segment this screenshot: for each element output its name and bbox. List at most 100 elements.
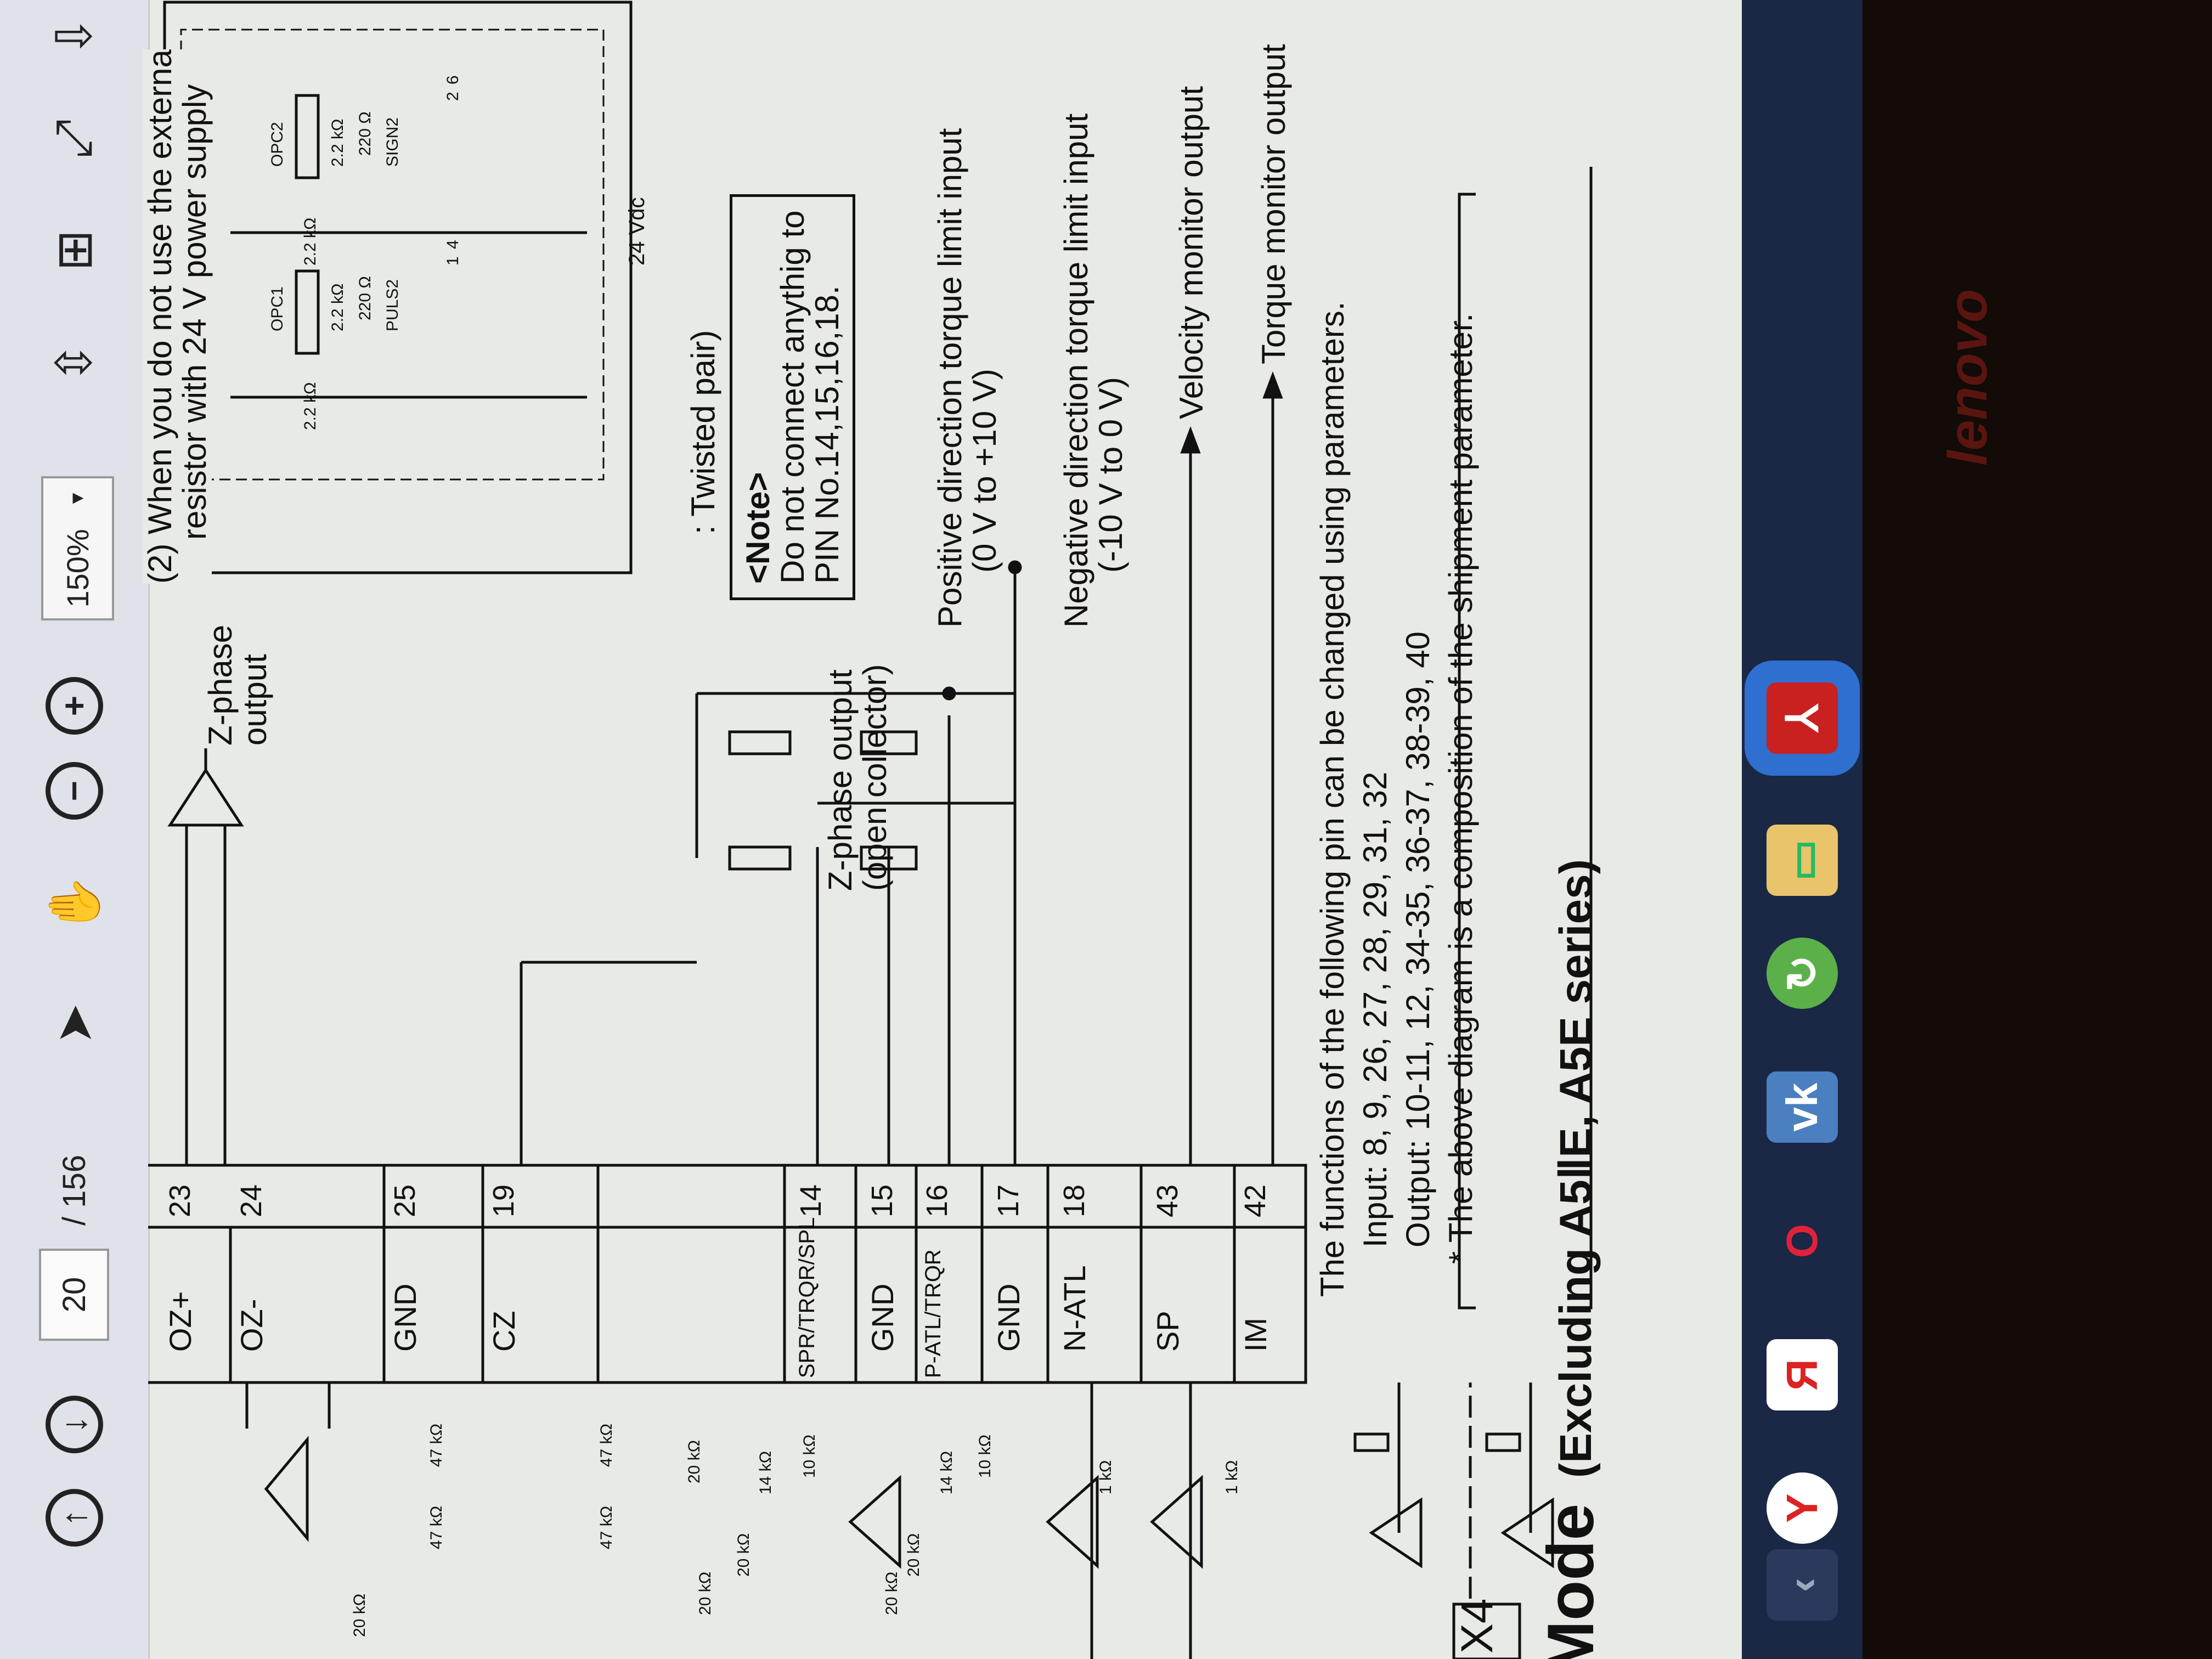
resistor-value-label: 47 kΩ — [427, 1505, 445, 1549]
inset-sign2-label: SIGN2 — [383, 117, 402, 167]
resistor-value-label: 20 kΩ — [735, 1533, 753, 1577]
resistor-value-label: 47 kΩ — [597, 1423, 616, 1467]
inset-pin-label: 2 — [444, 92, 462, 101]
parameter-note: The functions of the following pin can b… — [1314, 301, 1479, 1297]
yandex-icon[interactable]: Я — [1767, 1339, 1838, 1410]
start-icon[interactable]: ‹ — [1767, 1549, 1838, 1621]
select-arrow-icon[interactable]: ➤ — [47, 1003, 102, 1045]
resistor-value-label: 20 kΩ — [905, 1533, 923, 1577]
green-app-icon[interactable]: ↻ — [1767, 938, 1838, 1009]
pin-signal-name: OZ- — [234, 1299, 269, 1352]
yandex-browser-icon[interactable]: Y — [1767, 1472, 1838, 1544]
fit-width-icon[interactable]: ⊞ — [47, 229, 102, 271]
pin-signal-name: GND — [865, 1283, 900, 1352]
pin-signal-name: OZ+ — [163, 1291, 198, 1352]
negative-limit-label: Negative direction torque limit input(-1… — [1058, 113, 1129, 628]
pin-number: 43 — [1151, 1184, 1184, 1217]
laptop-bezel: lenovo — [1863, 0, 2212, 1659]
connector-label: X4 — [1452, 1598, 1502, 1654]
inset-resistor-label: 2.2 kΩ — [301, 382, 319, 430]
pin-number: 19 — [487, 1184, 520, 1217]
page-number-input[interactable]: 20 — [39, 1249, 109, 1341]
more-icon[interactable]: ⇩ — [47, 15, 102, 57]
inset-resistor-label: 2.2 kΩ — [329, 119, 347, 167]
pin-signal-name: SPR/TRQR/SPL — [795, 1217, 819, 1378]
prev-page-button[interactable]: ↑ — [41, 1489, 107, 1547]
connector-block — [148, 1164, 1307, 1384]
inset-resistor-label: 220 Ω — [356, 111, 374, 156]
pin-signal-name: P-ATL/TRQR — [921, 1249, 945, 1378]
pin-signal-name: N-ATL — [1057, 1265, 1092, 1352]
resistor-value-label: 14 kΩ — [938, 1451, 956, 1494]
zoom-in-icon: + — [45, 677, 103, 735]
pin-signal-name: IM — [1238, 1317, 1273, 1352]
resistor-value-label: 14 kΩ — [757, 1451, 775, 1494]
z-phase-open-collector-label: Z-phase output(open collector) — [822, 664, 893, 891]
resistor-value-label: 20 kΩ — [351, 1593, 369, 1637]
pin-number: 42 — [1239, 1184, 1272, 1217]
velocity-monitor-label: Velocity monitor output — [1173, 86, 1210, 419]
resistor-value-label: 20 kΩ — [696, 1571, 714, 1615]
next-page-button[interactable]: ↓ — [41, 1396, 107, 1453]
inset-opc2-label: OPC2 — [268, 122, 286, 167]
twisted-pair-legend: : Twisted pair) — [685, 330, 721, 534]
zoom-level-dropdown[interactable]: 150% ▼ — [41, 476, 114, 620]
section-heading-subtitle: (Excluding A5ⅡE, A5E series) — [1551, 859, 1601, 1478]
page-total: / 156 — [56, 1155, 92, 1226]
pdf-viewer-window: ↑ ↓ 20 / 156 ➤ ✋ − + 150% ▼ ⇳ ⊞ ⤢ ⇩ — [0, 0, 1863, 1659]
zoom-out-icon: − — [45, 762, 103, 820]
pin-number: 23 — [163, 1184, 196, 1217]
opera-icon[interactable]: O — [1778, 1223, 1826, 1259]
resistor-value-label: 1 kΩ — [1097, 1460, 1115, 1494]
chevron-down-icon: ▼ — [67, 489, 88, 508]
pin-signal-name: GND — [991, 1283, 1026, 1352]
inset-resistor-label: 2.2 kΩ — [301, 217, 319, 266]
pin-number: 16 — [921, 1184, 953, 1217]
pin-number: 18 — [1058, 1184, 1091, 1217]
zoom-out-button[interactable]: − — [41, 762, 107, 820]
file-explorer-icon[interactable]: ▭ — [1767, 825, 1838, 896]
torque-monitor-label: Torque monitor output — [1255, 44, 1292, 364]
zoom-in-button[interactable]: + — [41, 677, 107, 735]
inset-puls2-label: PULS2 — [383, 279, 402, 331]
inset-resistor-label: 220 Ω — [356, 276, 374, 320]
inset-pin-label: 4 — [444, 240, 462, 249]
fullscreen-icon[interactable]: ⤢ — [46, 119, 101, 159]
resistor-value-label: 20 kΩ — [685, 1440, 703, 1483]
pin-signal-name: GND — [388, 1283, 422, 1352]
resistor-value-label: 10 kΩ — [976, 1434, 994, 1478]
lenovo-logo: lenovo — [1937, 289, 1999, 466]
resistor-value-label: 20 kΩ — [883, 1571, 901, 1615]
resistor-value-label: 1 kΩ — [1223, 1460, 1241, 1494]
inset-pin-label: 6 — [444, 75, 462, 84]
section-heading-mode: Mode — [1534, 1503, 1607, 1659]
pin-signal-name: CZ — [487, 1311, 521, 1352]
pin-number: 24 — [235, 1184, 268, 1217]
arrow-up-circle-icon: ↑ — [45, 1489, 103, 1547]
pin-number: 17 — [992, 1184, 1025, 1217]
vk-icon[interactable]: vk — [1767, 1071, 1838, 1143]
inset-resistor-label: 2.2 kΩ — [329, 283, 347, 331]
positive-limit-label: Positive direction torque limit input(0 … — [932, 128, 1003, 628]
pin-signal-name: SP — [1150, 1311, 1185, 1352]
zoom-level-value: 150% — [60, 529, 95, 608]
pdf-toolbar: ↑ ↓ 20 / 156 ➤ ✋ − + 150% ▼ ⇳ ⊞ ⤢ ⇩ — [0, 0, 150, 1659]
inset-24vdc-label: 24 Vdc — [625, 197, 649, 266]
inset-pin-label: 1 — [444, 256, 462, 266]
inset-opc1-label: OPC1 — [268, 286, 286, 331]
resistor-value-label: 47 kΩ — [427, 1423, 445, 1467]
fit-page-icon[interactable]: ⇳ — [47, 342, 102, 383]
hand-icon[interactable]: ✋ — [47, 873, 102, 935]
resistor-value-label: 10 kΩ — [800, 1434, 819, 1478]
acrobat-reader-icon[interactable]: ⅄ — [1767, 682, 1838, 754]
resistor-value-label: 47 kΩ — [597, 1505, 616, 1549]
arrow-down-circle-icon: ↓ — [45, 1396, 103, 1453]
pin-number: 25 — [388, 1184, 421, 1217]
pin-number: 15 — [866, 1184, 899, 1217]
